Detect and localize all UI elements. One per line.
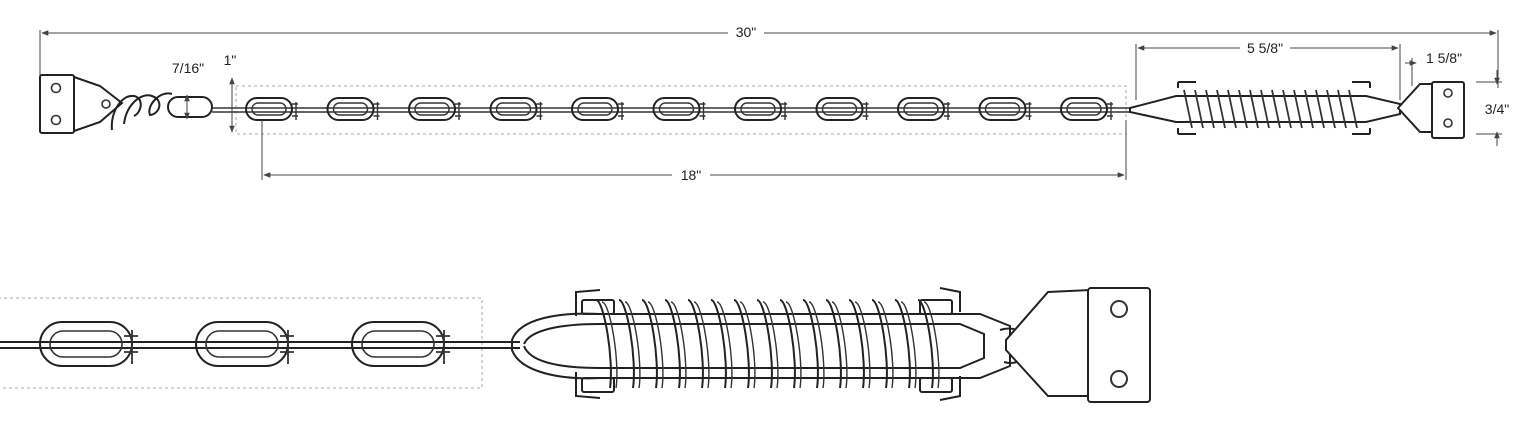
chain-link	[571, 97, 619, 121]
detail-coil-turn	[618, 299, 635, 389]
chain-link	[326, 97, 375, 121]
left-mount-plate	[39, 74, 124, 134]
coil-turn	[1271, 89, 1281, 129]
chain-link	[245, 97, 293, 121]
coil-turn	[1238, 89, 1248, 129]
detail-chain	[39, 321, 450, 367]
coil-turn	[1183, 89, 1193, 129]
spring-coil	[1183, 89, 1358, 129]
coil-turn	[1216, 89, 1226, 129]
coil-turn	[1194, 89, 1204, 129]
coil-turn	[1304, 89, 1314, 129]
spring-assembly	[1129, 81, 1401, 135]
detail-coil-turn	[733, 299, 750, 389]
coil-turn	[1315, 89, 1325, 129]
chain-link	[489, 97, 538, 121]
spring-length-label: 5 5/8"	[1247, 40, 1283, 56]
detail-coil-turn	[848, 299, 865, 389]
plate-width-dimension: 1 5/8"	[1405, 50, 1462, 86]
coil-turn	[1337, 89, 1347, 129]
detail-spring-coil	[595, 299, 940, 389]
chain-link	[734, 97, 782, 121]
chain-guide-box	[235, 85, 1127, 135]
coil-turn	[1227, 89, 1237, 129]
detail-right-plate	[1005, 287, 1151, 403]
chain	[212, 97, 1130, 121]
chain-link	[978, 97, 1027, 121]
s-hook	[110, 92, 173, 131]
detail-coil-turn	[825, 299, 842, 389]
coil-turn	[1205, 89, 1215, 129]
detail-view	[0, 287, 1151, 403]
detail-coil-turn	[595, 299, 612, 389]
detail-coil-turn	[917, 299, 934, 389]
chain-dimension: 18"	[261, 120, 1127, 185]
chain-link	[815, 97, 864, 121]
right-mount-plate	[1396, 81, 1465, 139]
spring-dimension: 5 5/8"	[1135, 38, 1401, 100]
detail-coil-turn	[802, 299, 819, 389]
detail-chain-link	[351, 321, 445, 367]
detail-coil-turn	[779, 299, 796, 389]
coil-turn	[1260, 89, 1270, 129]
chain-link	[652, 97, 701, 121]
link-width-label: 7/16"	[172, 60, 204, 76]
plate-width-label: 1 5/8"	[1426, 50, 1462, 66]
coil-turn	[1282, 89, 1292, 129]
detail-coil-turn	[710, 299, 727, 389]
detail-coil-turn	[756, 299, 773, 389]
detail-chain-link	[195, 321, 289, 367]
detail-coil-turn	[687, 299, 704, 389]
chain-link	[408, 97, 456, 121]
chain-length-label: 18"	[681, 167, 702, 183]
detail-coil-turn	[871, 299, 888, 389]
plate-height-dimension: 3/4"	[1476, 70, 1509, 146]
detail-chain-link	[39, 321, 133, 367]
chain-link	[1060, 97, 1108, 121]
coil-turn	[1249, 89, 1259, 129]
first-link: 7/16"	[167, 60, 213, 120]
coil-turn	[1326, 89, 1336, 129]
link-length-dimension: 1"	[224, 52, 237, 133]
overall-dimension: 30"	[39, 22, 1499, 88]
chain-link	[897, 97, 945, 121]
overall-length-label: 30"	[736, 24, 757, 40]
coil-turn	[1293, 89, 1303, 129]
detail-coil-turn	[641, 299, 658, 389]
detail-coil-turn	[664, 299, 681, 389]
plate-height-label: 3/4"	[1485, 101, 1509, 117]
coil-turn	[1348, 89, 1358, 129]
full-view: 30" 7/16" 1"	[39, 22, 1509, 185]
detail-coil-turn	[894, 299, 911, 389]
detail-spring-assembly	[511, 287, 1032, 401]
link-length-label: 1"	[224, 52, 237, 68]
